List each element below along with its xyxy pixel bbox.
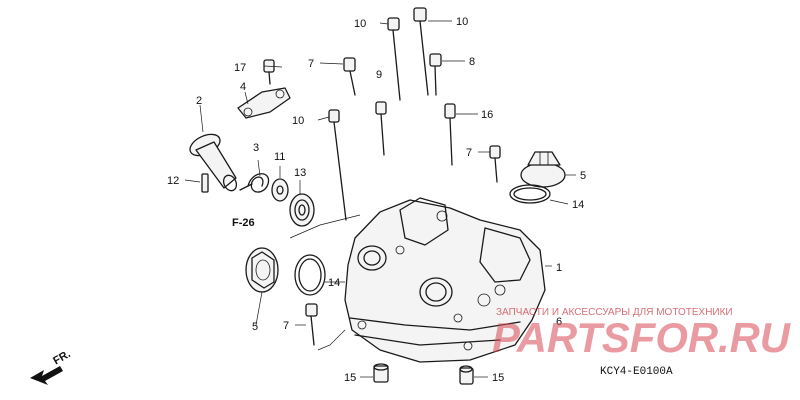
callout-10-b: 10: [456, 16, 468, 28]
callout-7-bottom: 7: [283, 320, 289, 332]
bolt-7-right: [489, 145, 501, 183]
callout-labels: 1 2 3 4 5 5 6 6 7 7 7 7 8 9 10 10 10 10 …: [167, 16, 586, 384]
bolt-9: [375, 101, 387, 156]
bolt-7-top-left: [343, 57, 356, 96]
bolt-8: [429, 53, 442, 96]
washer-11: [271, 178, 289, 202]
callout-13: 13: [294, 167, 306, 179]
watermark-site: PARTSFOR.RU: [492, 314, 792, 361]
callout-14-right: 14: [572, 199, 584, 211]
callout-8: 8: [469, 56, 475, 68]
front-label: FR.: [51, 348, 72, 367]
callout-5-right: 5: [580, 170, 586, 182]
o-ring-14-right: [509, 184, 551, 204]
o-ring-14-left: [294, 254, 326, 296]
dowel-15-right: [459, 365, 474, 385]
callout-9: 9: [376, 69, 382, 81]
cap-5-left: [245, 247, 279, 293]
bolt-17: [263, 59, 275, 85]
callout-16: 16: [481, 109, 493, 121]
callout-10-c: 10: [292, 115, 304, 127]
reference-label: F-26: [232, 217, 255, 229]
decompressor-arm: [237, 87, 291, 119]
callout-15-left: 15: [344, 372, 356, 384]
bolt-10-top-center: [387, 17, 401, 101]
cap-5-right: [520, 151, 566, 188]
decompressor-shaft: [189, 133, 238, 192]
bolt-7-bottom-left: [305, 303, 318, 346]
callout-3: 3: [253, 142, 259, 154]
callout-7-top: 7: [308, 58, 314, 70]
callout-5-left: 5: [252, 321, 258, 333]
callout-6-mid: 6: [556, 316, 562, 328]
callout-10-a: 10: [354, 18, 366, 30]
callout-7-right: 7: [466, 147, 472, 159]
watermark: ЗАПЧАСТИ И АКСЕССУАРЫ ДЛЯ МОТОТЕХНИКИ PA…: [492, 307, 792, 361]
callout-4: 4: [240, 81, 246, 93]
callout-11: 11: [274, 151, 285, 163]
bolt-16: [444, 103, 456, 166]
callout-12: 12: [167, 175, 179, 187]
callout-1: 1: [556, 262, 562, 274]
callout-15-right: 15: [492, 372, 504, 384]
callout-17: 17: [234, 62, 246, 74]
front-arrow: FR.: [30, 348, 73, 385]
pin-12: [201, 173, 209, 193]
watermark-tagline: ЗАПЧАСТИ И АКСЕССУАРЫ ДЛЯ МОТОТЕХНИКИ: [496, 307, 733, 318]
bearing-13: [289, 193, 315, 227]
bolt-10-top-right: [413, 7, 429, 96]
cylinder-head-cover: [344, 197, 546, 363]
bolt-10-left: [328, 109, 347, 221]
diagram-code: KCY4-E0100A: [600, 366, 673, 378]
callout-2: 2: [196, 95, 202, 107]
callout-14-left: 14: [328, 277, 340, 289]
dowel-15-left: [373, 363, 389, 383]
spring-3: [239, 173, 270, 193]
leader-lines: [184, 20, 576, 378]
